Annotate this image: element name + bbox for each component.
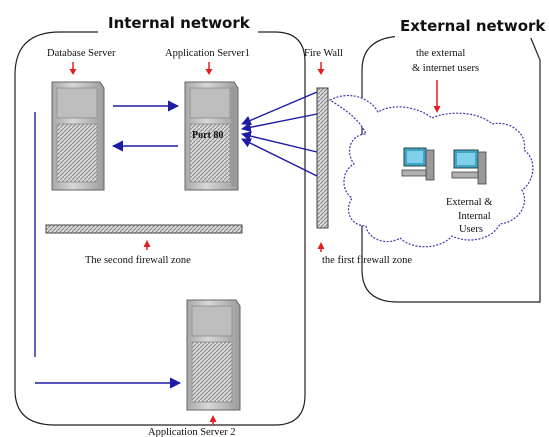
database-marker-arrow (69, 62, 77, 75)
external-users-label-line2: & internet users (412, 63, 479, 74)
application-server2-label: Application Server 2 (148, 427, 235, 437)
first-zone-marker-arrow (317, 242, 325, 252)
application-server2-icon (186, 299, 241, 411)
first-zone-label: the first firewall zone (322, 255, 412, 266)
users-label-line2: Internal (458, 211, 491, 222)
external-users-label-line1: the external (416, 48, 465, 59)
app2-marker-arrow (209, 415, 217, 425)
appserver1-marker-arrow (205, 62, 213, 75)
fire-wall-label: Fire Wall (304, 48, 343, 59)
internal-network-title: Internal network (108, 14, 251, 32)
second-zone-label: The second firewall zone (85, 255, 191, 266)
firewall-wall (316, 87, 329, 229)
firewall-to-port-arrow-4 (241, 138, 318, 177)
user-computer-icon (451, 149, 487, 185)
firewall-to-port-arrow-3 (241, 131, 318, 153)
application-server1-label: Application Server1 (165, 48, 250, 59)
internal-network-boundary (14, 31, 306, 426)
external-users-marker-arrow (433, 80, 441, 113)
firewall-marker-arrow (317, 62, 325, 75)
users-label-line1: External & (446, 197, 492, 208)
database-server-label: Database Server (47, 48, 116, 59)
firewall-to-port-arrow-1 (241, 91, 318, 126)
application-server1-icon (184, 81, 239, 191)
second-firewall-bar (45, 224, 243, 234)
users-label-line3: Users (459, 224, 483, 235)
port-label: Port 80 (192, 130, 223, 141)
database-server-icon (51, 81, 105, 191)
user-computer-icon (401, 147, 435, 181)
second-zone-marker-arrow (143, 240, 151, 250)
external-network-title: External network (400, 17, 546, 35)
external-network-boundary (361, 35, 541, 303)
firewall-to-port-arrow-2 (241, 113, 318, 133)
